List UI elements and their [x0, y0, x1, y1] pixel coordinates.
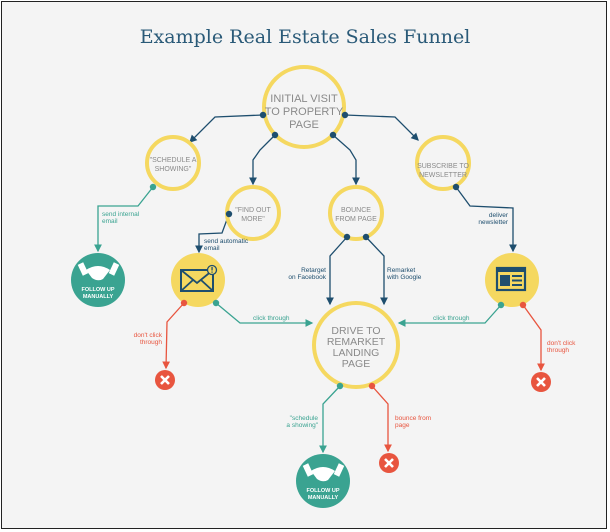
diagram-title: Example Real Estate Sales Funnel — [140, 26, 471, 48]
edge-newsletter-click — [397, 304, 502, 327]
edge-drive-followup — [319, 385, 341, 454]
node-bounce — [328, 185, 384, 241]
edge-bounce-google — [365, 236, 388, 306]
node-email — [171, 253, 225, 307]
node-drive-remarket — [312, 301, 400, 389]
node-subscribe — [415, 135, 471, 191]
label-click-through-left: click through — [253, 315, 290, 322]
edge-find-email — [195, 213, 230, 254]
handshake-icon — [302, 463, 345, 482]
edge-schedule-followup — [94, 186, 154, 253]
node-schedule-showing — [145, 135, 201, 191]
edge-subscribe-newsletter — [455, 186, 517, 253]
connector-dots — [149, 111, 460, 390]
edge-drive-bounce — [371, 385, 392, 453]
x-icon — [531, 372, 551, 392]
edge-initial-schedule — [189, 114, 264, 143]
edge-newsletter-noclick — [522, 304, 545, 372]
x-icon — [155, 370, 175, 390]
edge-email-noclick — [162, 302, 185, 370]
handshake-icon — [77, 262, 120, 281]
edge-email-click — [215, 302, 314, 327]
edge-bounce-facebook — [326, 236, 348, 306]
node-newsletter — [485, 253, 539, 309]
edge-initial-subscribe — [344, 114, 419, 141]
label-click-through-right: click through — [433, 315, 470, 322]
edge-initial-bounce — [332, 134, 360, 186]
edge-initial-find — [249, 134, 276, 186]
newspaper-icon — [495, 266, 527, 292]
envelope-alert-icon — [180, 264, 218, 292]
node-initial-visit — [262, 65, 346, 149]
x-icon — [379, 453, 399, 473]
edges — [94, 114, 545, 454]
